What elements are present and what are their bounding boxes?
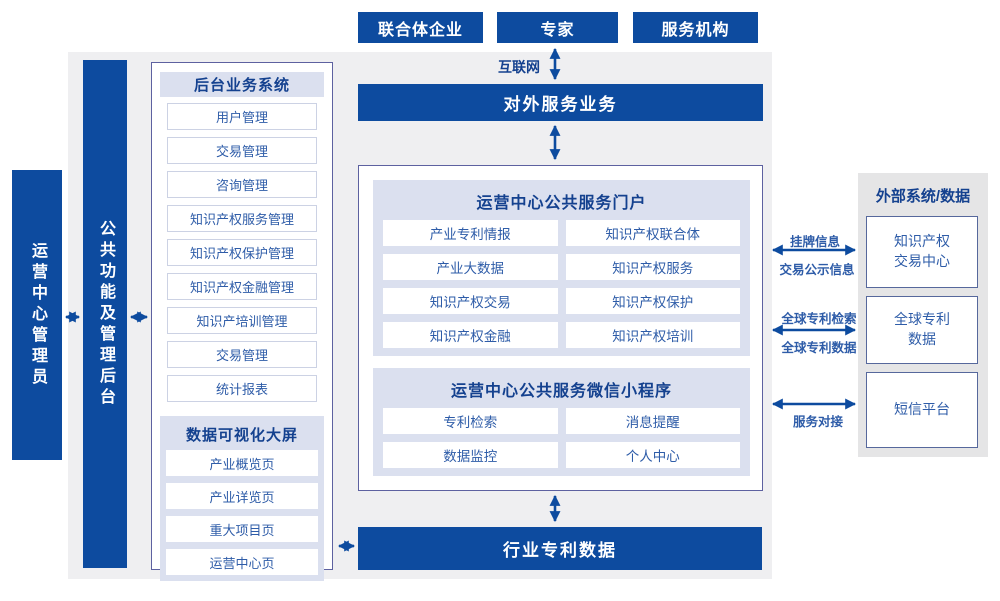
external-systems-panel: 外部系统/数据 知识产权 交易中心 全球专利 数据 短信平台 — [858, 173, 988, 457]
dashboard-item: 运营中心页 — [166, 549, 318, 575]
backend-item: 知识产权金融管理 — [167, 273, 317, 300]
backend-item: 统计报表 — [167, 375, 317, 402]
system-sms-platform: 短信平台 — [866, 372, 978, 448]
actor-consortium-enterprise: 联合体企业 — [358, 12, 483, 43]
backend-item: 知识产权保护管理 — [167, 239, 317, 266]
portal-item: 知识产权金融 — [383, 322, 558, 348]
portal-item: 知识产权联合体 — [565, 220, 740, 246]
industry-patent-data-bar: 行业专利数据 — [358, 527, 762, 570]
portal-panel: 运营中心公共服务门户 产业专利情报 知识产权联合体 产业大数据 知识产权服务 知… — [373, 180, 750, 356]
dashboard-panel: 数据可视化大屏 产业概览页 产业详览页 重大项目页 运营中心页 — [160, 416, 324, 581]
portal-grid: 产业专利情报 知识产权联合体 产业大数据 知识产权服务 知识产权交易 知识产权保… — [383, 220, 740, 348]
backend-item: 咨询管理 — [167, 171, 317, 198]
left-column-box: 后台业务系统 用户管理 交易管理 咨询管理 知识产权服务管理 知识产权保护管理 … — [151, 62, 333, 581]
miniprogram-item: 消息提醒 — [565, 408, 740, 434]
backend-item: 用户管理 — [167, 103, 317, 130]
system-global-patent-data: 全球专利 数据 — [866, 296, 978, 364]
miniprogram-grid: 专利检索 消息提醒 数据监控 个人中心 — [383, 408, 740, 468]
dashboard-item: 产业详览页 — [166, 483, 318, 509]
operation-center-admin-bar: 运营中心管理员 — [12, 170, 62, 460]
miniprogram-title: 运营中心公共服务微信小程序 — [450, 383, 672, 400]
dashboard-list: 产业概览页 产业详览页 重大项目页 运营中心页 — [166, 450, 318, 575]
external-systems-title: 外部系统/数据 — [875, 188, 971, 205]
backend-item: 交易管理 — [167, 341, 317, 368]
link-label-listing-info: 挂牌信息 — [789, 235, 840, 249]
miniprogram-panel: 运营中心公共服务微信小程序 专利检索 消息提醒 数据监控 个人中心 — [373, 368, 750, 476]
system-ip-trading-center: 知识产权 交易中心 — [866, 216, 978, 288]
link-label-global-patent-data: 全球专利数据 — [781, 341, 857, 355]
portal-title: 运营中心公共服务门户 — [476, 195, 647, 212]
link-label-global-patent-search: 全球专利检索 — [781, 312, 857, 326]
external-service-bar: 对外服务业务 — [358, 84, 763, 121]
miniprogram-item: 数据监控 — [383, 442, 558, 468]
portal-item: 知识产权保护 — [565, 288, 740, 314]
portal-item: 知识产权交易 — [383, 288, 558, 314]
miniprogram-item: 个人中心 — [565, 442, 740, 468]
portal-item: 产业大数据 — [383, 254, 558, 280]
portal-item: 产业专利情报 — [383, 220, 558, 246]
public-function-backend-bar: 公共功能及管理后台 — [83, 60, 127, 568]
center-service-box: 运营中心公共服务门户 产业专利情报 知识产权联合体 产业大数据 知识产权服务 知… — [358, 165, 763, 491]
internet-label: 互联网 — [498, 59, 540, 75]
portal-item: 知识产权服务 — [565, 254, 740, 280]
backend-item: 交易管理 — [167, 137, 317, 164]
dashboard-item: 重大项目页 — [166, 516, 318, 542]
link-label-service-docking: 服务对接 — [792, 415, 843, 429]
dashboard-title: 数据可视化大屏 — [185, 426, 298, 444]
dashboard-item: 产业概览页 — [166, 450, 318, 476]
link-label-trade-publicity-info: 交易公示信息 — [779, 263, 855, 277]
portal-item: 知识产权培训 — [565, 322, 740, 348]
actor-service-agency: 服务机构 — [633, 12, 758, 43]
backend-system-list: 用户管理 交易管理 咨询管理 知识产权服务管理 知识产权保护管理 知识产权金融管… — [167, 103, 317, 402]
miniprogram-item: 专利检索 — [383, 408, 558, 434]
actor-expert: 专家 — [497, 12, 618, 43]
backend-item: 知识产权服务管理 — [167, 205, 317, 232]
backend-item: 知识产培训管理 — [167, 307, 317, 334]
backend-system-title: 后台业务系统 — [160, 72, 324, 97]
